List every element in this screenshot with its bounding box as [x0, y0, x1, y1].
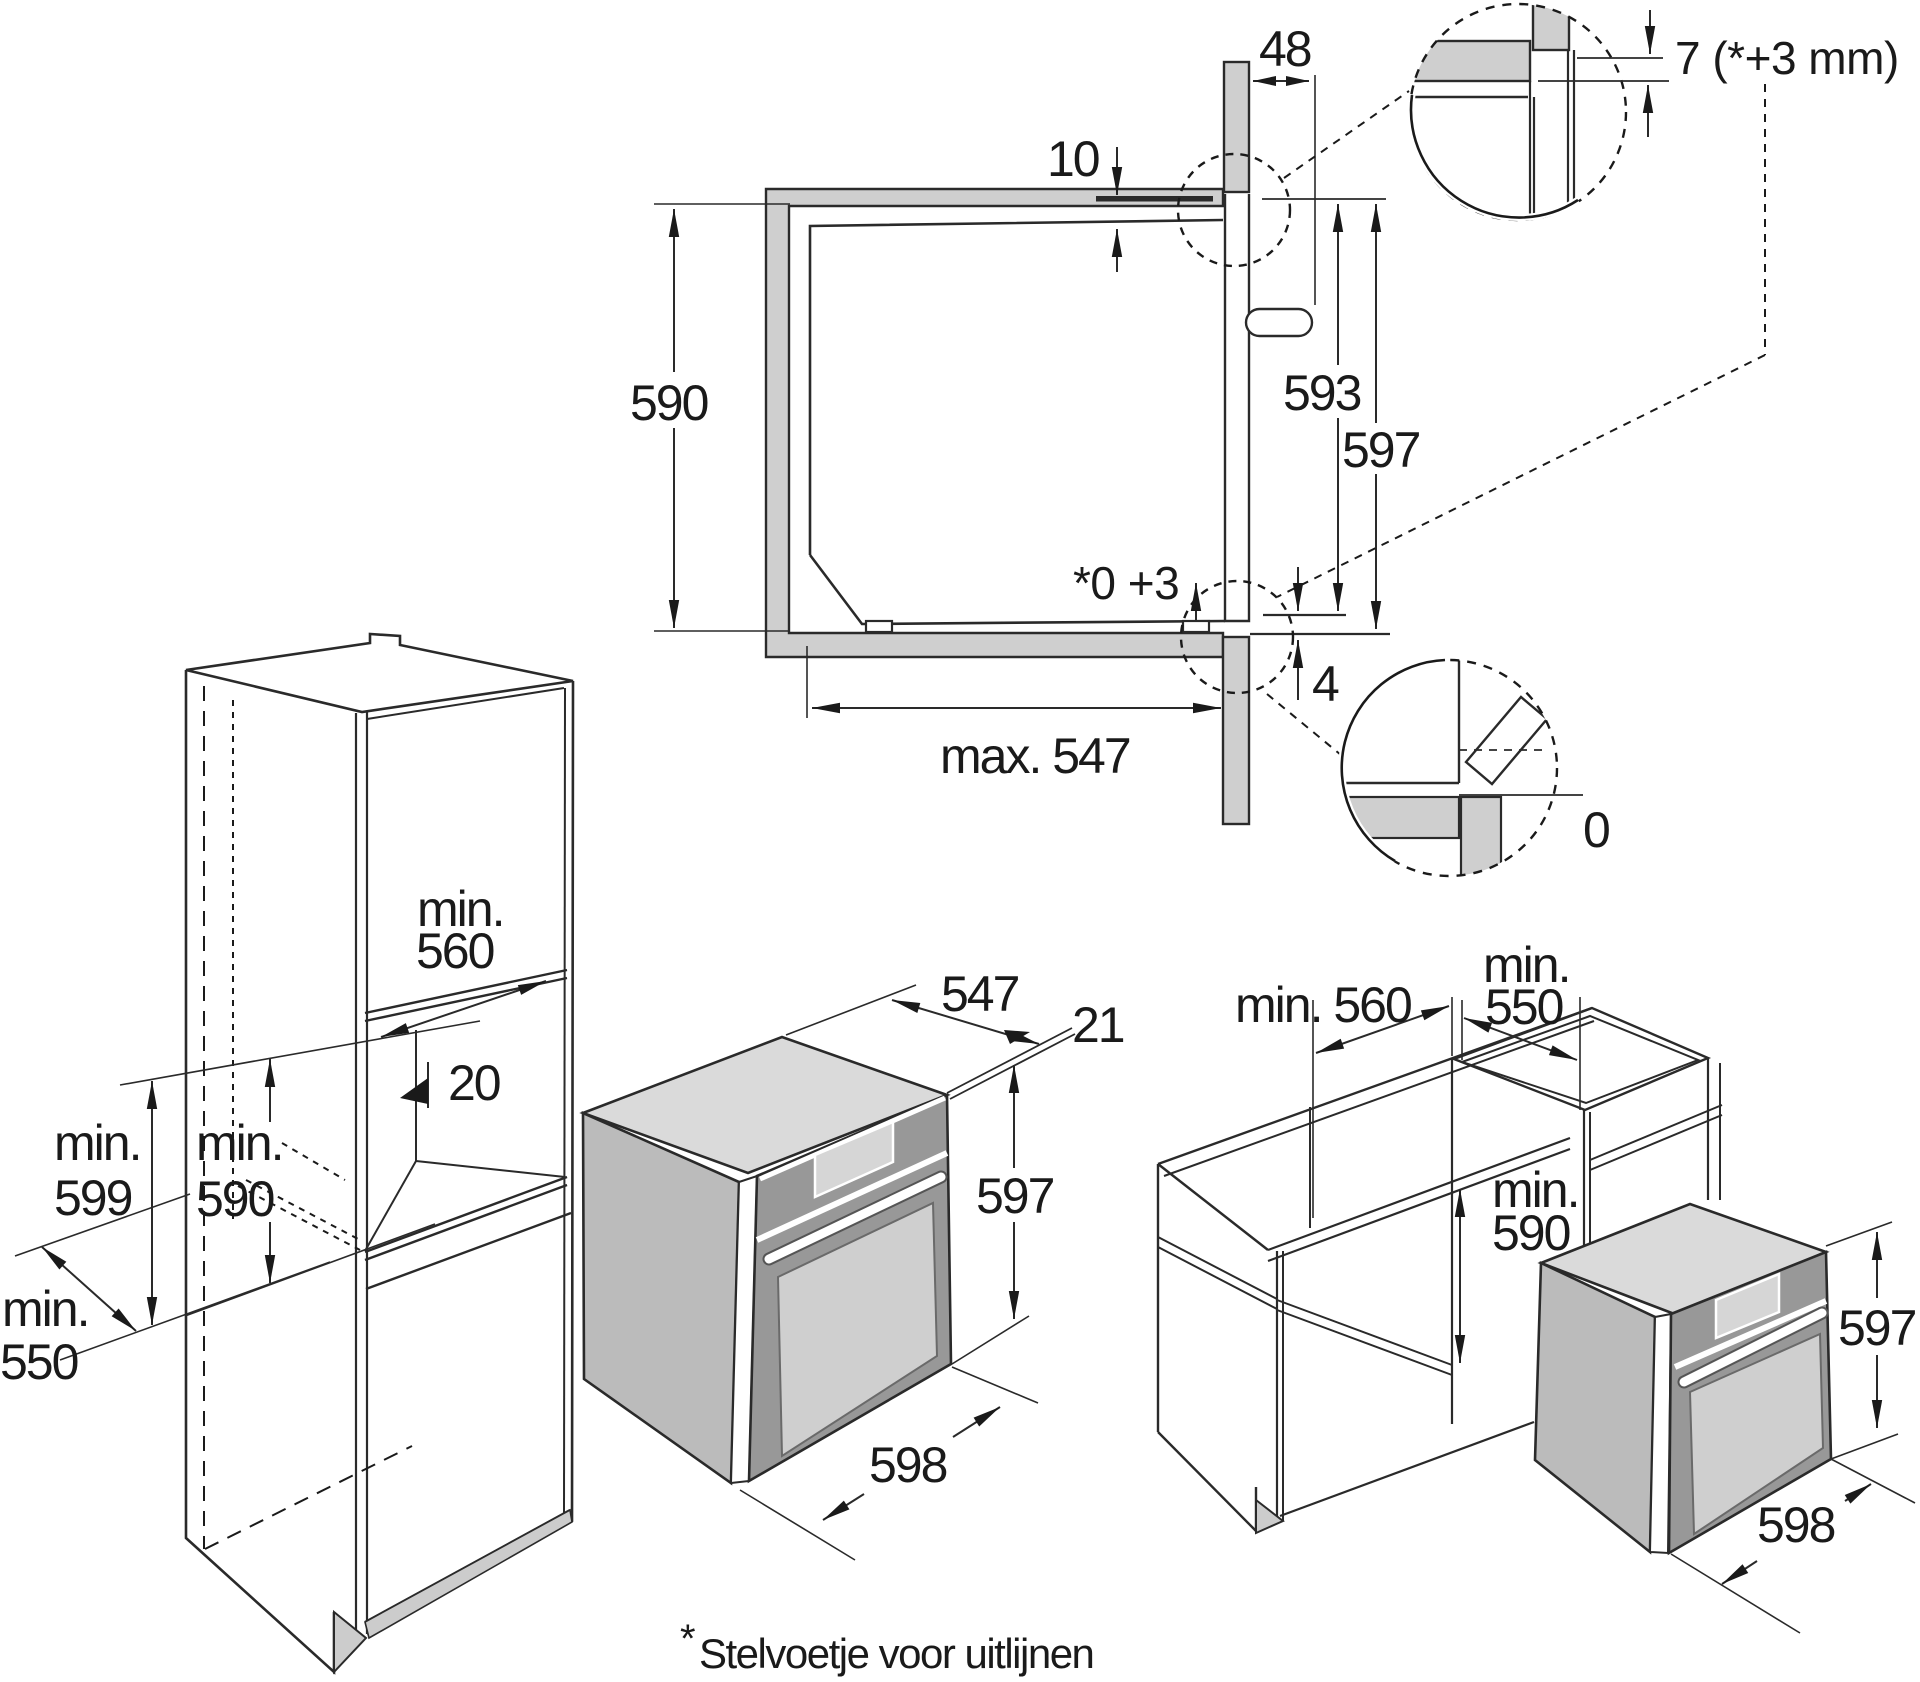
svg-text:590: 590	[630, 375, 708, 431]
svg-text:550: 550	[0, 1334, 78, 1390]
svg-text:590: 590	[196, 1171, 274, 1227]
svg-text:590: 590	[1492, 1205, 1570, 1261]
svg-text:min.: min.	[2, 1281, 88, 1337]
svg-text:597: 597	[976, 1168, 1054, 1224]
svg-text:4: 4	[1312, 656, 1339, 712]
svg-text:max. 547: max. 547	[940, 728, 1130, 784]
svg-text:593: 593	[1283, 365, 1361, 421]
svg-text:48: 48	[1259, 21, 1311, 77]
svg-text:597: 597	[1838, 1300, 1916, 1356]
svg-text:10: 10	[1047, 131, 1099, 187]
svg-text:0: 0	[1583, 802, 1609, 858]
svg-text:599: 599	[54, 1170, 132, 1226]
svg-text:min.: min.	[196, 1115, 282, 1171]
svg-text:min.: min.	[417, 881, 503, 937]
svg-text:560: 560	[416, 923, 494, 979]
svg-text:*0 +3: *0 +3	[1073, 557, 1179, 609]
svg-text:min.: min.	[1492, 1162, 1578, 1218]
svg-text:597: 597	[1342, 422, 1420, 478]
svg-text:*: *	[680, 1617, 695, 1661]
svg-text:min. 560: min. 560	[1235, 977, 1411, 1033]
svg-text:min.: min.	[1483, 937, 1569, 993]
svg-text:598: 598	[869, 1437, 947, 1493]
svg-text:Stelvoetje voor uitlijnen: Stelvoetje voor uitlijnen	[699, 1630, 1093, 1677]
svg-text:598: 598	[1757, 1497, 1835, 1553]
svg-text:547: 547	[941, 966, 1019, 1022]
svg-text:min.: min.	[54, 1115, 140, 1171]
svg-text:21: 21	[1072, 997, 1124, 1053]
svg-text:7 (*+3 mm): 7 (*+3 mm)	[1675, 32, 1899, 84]
svg-text:550: 550	[1485, 979, 1563, 1035]
svg-text:20: 20	[448, 1055, 500, 1111]
